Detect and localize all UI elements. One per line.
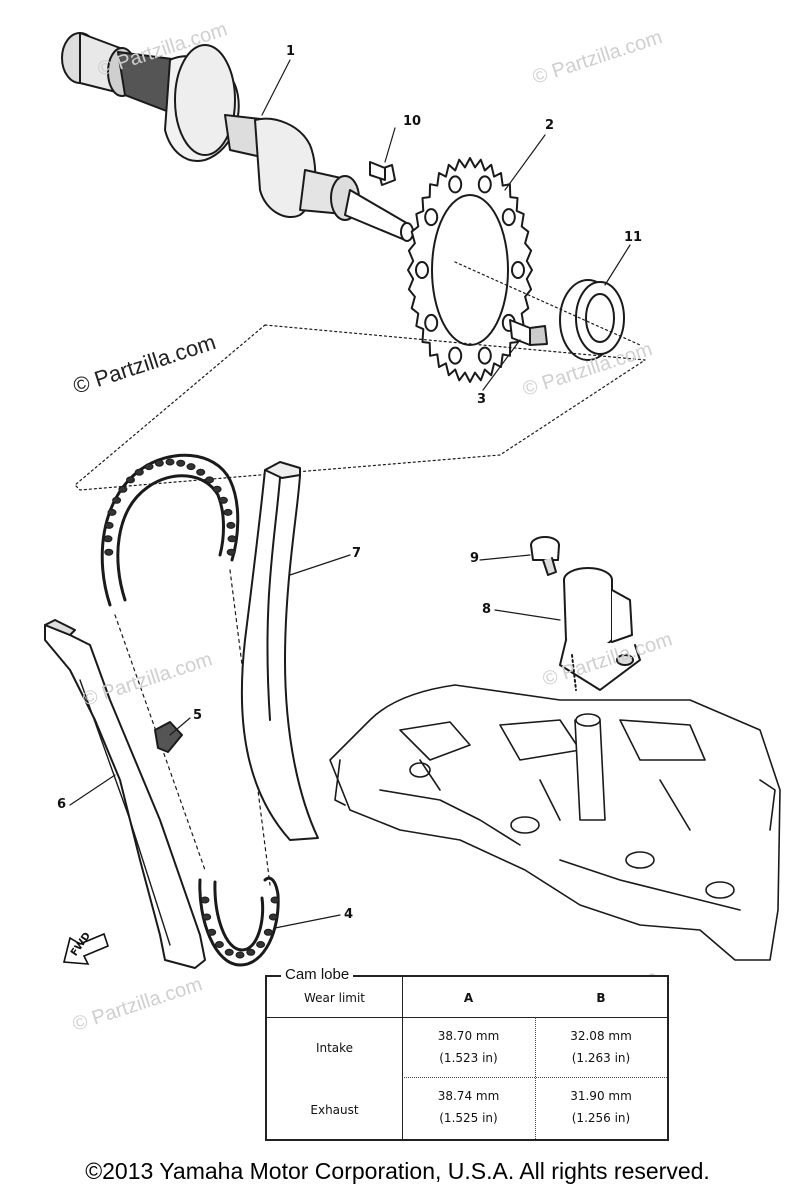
chain-link	[118, 485, 128, 493]
callout-5: 5	[193, 708, 203, 723]
row-label-intake: Intake	[315, 1041, 354, 1055]
exhaust-a-in: (1.525 in)	[439, 1111, 498, 1125]
cam-chain-upper-drawing	[100, 453, 240, 607]
chain-link	[235, 951, 245, 959]
chain-link	[256, 941, 266, 948]
chain-link	[226, 521, 236, 529]
intake-b-in: (1.263 in)	[571, 1051, 631, 1065]
sprocket-hole	[501, 208, 516, 227]
callout-4: 4	[344, 907, 354, 922]
callout-3: 3	[477, 392, 487, 407]
chain-link	[176, 459, 186, 467]
exhaust-b-in: (1.256 in)	[571, 1111, 631, 1125]
sprocket-hole	[424, 208, 439, 227]
crankcase-drawing	[329, 684, 781, 961]
chain-link	[223, 508, 233, 516]
sprocket-bolt-drawing	[509, 319, 548, 346]
chain-link	[103, 535, 113, 543]
intake-a-mm: 38.70 mm	[437, 1029, 500, 1043]
chain-link	[246, 948, 256, 956]
chain-link	[134, 468, 144, 476]
tensioner-bolt-drawing	[530, 536, 560, 576]
dowel-pin-drawing	[369, 161, 386, 181]
chain-link	[112, 496, 122, 504]
column-a-header: A	[463, 991, 474, 1005]
chain-link	[200, 896, 210, 904]
callout-9: 9	[470, 551, 480, 566]
chain-link	[144, 463, 154, 471]
chain-link	[104, 521, 114, 529]
wear-limit-header: Wear limit	[303, 991, 366, 1005]
chain-link	[202, 913, 212, 921]
chain-link	[107, 508, 117, 516]
chain-damper-drawing	[44, 619, 206, 969]
table-divider	[402, 1077, 667, 1078]
callout-2: 2	[545, 118, 555, 133]
chain-link	[126, 476, 135, 484]
chain-link	[218, 496, 228, 504]
chain-link	[226, 548, 236, 556]
table-divider	[535, 1017, 536, 1139]
chain-link	[165, 458, 175, 466]
camshaft-chain-diagram	[44, 32, 781, 969]
chain-link	[104, 548, 114, 556]
forward-arrow-icon	[62, 932, 109, 965]
sprocket-hole	[477, 346, 492, 365]
chain-link	[205, 476, 214, 484]
cam-chain-lower-drawing	[198, 876, 280, 967]
cam-lobe-spec-table: Cam lobe Wear limit A B Intake 38.70 mm …	[265, 966, 669, 1141]
chain-link	[207, 928, 217, 936]
copyright-notice: ©2013 Yamaha Motor Corporation, U.S.A. A…	[85, 1158, 710, 1184]
cam-sprocket-drawing	[407, 157, 533, 383]
exhaust-a-mm: 38.74 mm	[437, 1089, 500, 1103]
chain-link	[154, 459, 164, 467]
table-divider	[267, 1017, 667, 1018]
chain-link	[224, 948, 234, 956]
chain-link	[212, 485, 222, 493]
sprocket-hole	[448, 175, 463, 194]
sprocket-hole	[448, 346, 463, 365]
chain-link	[214, 941, 224, 948]
chain-link	[268, 913, 278, 921]
chain-link	[186, 463, 196, 471]
intake-a-in: (1.523 in)	[439, 1051, 498, 1065]
intake-b-mm: 32.08 mm	[570, 1029, 632, 1043]
callout-10: 10	[403, 114, 422, 129]
callout-7: 7	[352, 546, 362, 561]
chain-link	[196, 468, 206, 476]
chain-link	[270, 896, 280, 904]
sprocket-hole	[511, 261, 525, 279]
callout-6: 6	[57, 797, 67, 812]
callout-8: 8	[482, 602, 492, 617]
leader-lines	[69, 59, 631, 929]
oil-seal-drawing	[559, 279, 625, 361]
sprocket-hole	[415, 261, 429, 279]
callout-1: 1	[286, 44, 296, 59]
chain-link	[227, 535, 237, 543]
exhaust-b-mm: 31.90 mm	[570, 1089, 632, 1103]
table-divider	[402, 977, 403, 1139]
chain-joint-clip-drawing	[154, 721, 183, 753]
spec-table-title: Cam lobe	[281, 966, 354, 983]
sprocket-hole	[424, 313, 439, 332]
chain-tensioner-drawing	[559, 567, 641, 691]
sprocket-hole	[477, 175, 492, 194]
column-b-header: B	[596, 991, 606, 1005]
row-label-exhaust: Exhaust	[310, 1103, 359, 1117]
callout-11: 11	[624, 230, 643, 245]
chain-guide-drawing	[240, 461, 319, 841]
camshaft-drawing	[61, 32, 414, 242]
chain-link	[263, 928, 273, 936]
